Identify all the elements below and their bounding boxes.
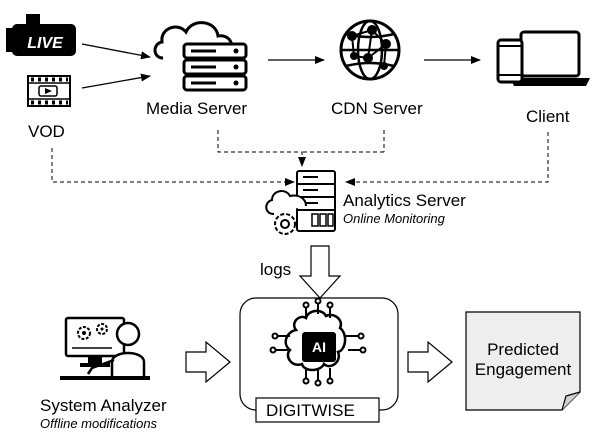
logs-label: logs — [260, 260, 292, 279]
vod-label: VOD — [28, 122, 65, 141]
system-analyzer-label: System Analyzer — [40, 396, 167, 415]
flow-arrows — [81, 43, 481, 89]
dashed-media-to-analytics — [217, 130, 306, 167]
dashed-client-to-analytics — [345, 132, 549, 186]
dashed-sources-to-analytics — [51, 148, 295, 186]
analytics-subtitle: Online Monitoring — [343, 211, 445, 226]
predicted-label-line1: Predicted — [487, 340, 559, 359]
predicted-label-line2: Engagement — [474, 360, 572, 379]
vod-film-icon — [27, 75, 71, 107]
live-camera-icon: LIVE — [6, 14, 76, 56]
cdn-server-label: CDN Server — [331, 99, 423, 118]
doc-folded-corner — [561, 391, 581, 411]
digitwise-label: DIGITWISE — [266, 401, 355, 420]
analytics-server-label: Analytics Server — [343, 191, 466, 210]
arrow-live-to-media — [81, 43, 151, 60]
client-devices-icon — [496, 30, 590, 86]
live-badge-text: LIVE — [27, 35, 64, 52]
logs-down-arrow — [298, 245, 342, 299]
cdn-globe-icon — [339, 19, 401, 81]
digitwise-to-prediction-arrow — [407, 340, 453, 384]
ai-chip-text: AI — [312, 339, 326, 355]
analytics-server-icon — [265, 170, 336, 235]
digitwise-label-box — [255, 397, 380, 423]
arrow-vod-to-media — [81, 73, 151, 89]
analyzer-to-digitwise-arrow — [185, 340, 231, 384]
ai-chip-icon: AI — [269, 297, 367, 387]
system-analyzer-subtitle: Offline modifications — [40, 416, 158, 431]
media-server-icon — [153, 21, 248, 92]
client-label: Client — [526, 107, 570, 126]
system-analyzer-icon — [60, 316, 150, 380]
media-server-label: Media Server — [146, 99, 248, 118]
monitoring-lines — [51, 130, 549, 186]
